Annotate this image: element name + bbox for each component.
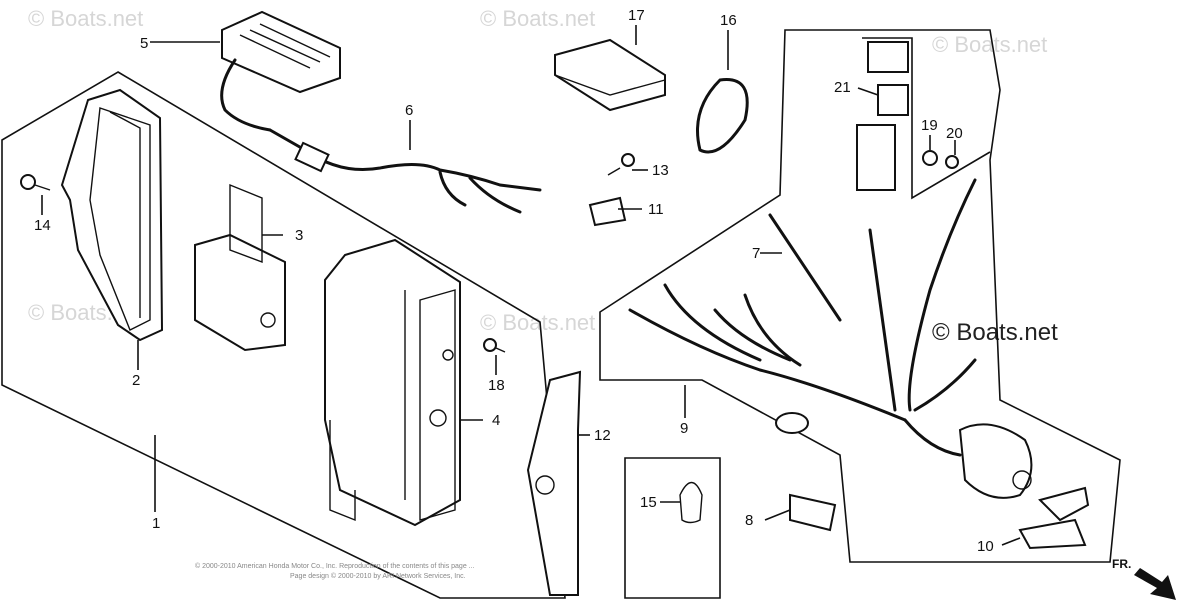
watermark-top-right: © Boats.net — [932, 32, 1047, 57]
callout-14: 14 — [34, 217, 51, 234]
right-assembly-outline — [599, 29, 1121, 563]
callout-10: 10 — [977, 538, 994, 555]
callout-6: 6 — [405, 102, 413, 119]
callout-1: 1 — [152, 515, 160, 532]
copyright-line-2: Page design © 2000-2010 by ARI Network S… — [290, 572, 466, 580]
callout-9: 9 — [680, 420, 688, 437]
nut-20-part — [945, 155, 959, 169]
band-16-part — [696, 78, 749, 154]
ignition-switch-part — [903, 418, 1090, 550]
nut-19-part — [922, 150, 938, 166]
callout-3: 3 — [295, 227, 303, 244]
callout-8: 8 — [745, 512, 753, 529]
callout-12: 12 — [594, 427, 611, 444]
callout-18: 18 — [488, 377, 505, 394]
callout-21: 21 — [834, 79, 851, 96]
plate-12-part — [526, 370, 582, 596]
callout-11: 11 — [648, 201, 664, 218]
callout-16: 16 — [720, 12, 737, 29]
callout-20: 20 — [946, 125, 963, 142]
watermark-top-left: © Boats.net — [28, 6, 143, 31]
control-box-part — [324, 238, 461, 527]
sub-harness-part — [268, 128, 542, 214]
callout-15: 15 — [640, 494, 657, 511]
pad-17-part — [554, 38, 666, 112]
callout-5: 5 — [140, 35, 148, 52]
callout-17: 17 — [628, 7, 645, 24]
callout-4: 4 — [492, 412, 500, 429]
main-harness-part — [628, 178, 977, 422]
callout-2: 2 — [132, 372, 140, 389]
callout-7: 7 — [752, 245, 760, 262]
callout-13: 13 — [652, 162, 669, 179]
regulator-part — [220, 10, 341, 132]
watermark-mid-center: © Boats.net — [480, 310, 595, 335]
screw-13-part — [607, 153, 635, 176]
callout-19: 19 — [921, 117, 938, 134]
fuse-group-outline — [862, 37, 991, 200]
bolt-14-part — [20, 174, 51, 191]
left-assembly-outline — [1, 71, 566, 599]
clip-group-outline — [624, 457, 721, 599]
fuse-holder-part — [856, 41, 909, 191]
watermark-top-center: © Boats.net — [480, 6, 595, 31]
copyright-line-1: © 2000-2010 American Honda Motor Co., In… — [195, 562, 475, 570]
bracket-part — [194, 183, 286, 352]
front-arrow-label: FR. — [1112, 557, 1131, 571]
front-arrow-icon: FR. — [1112, 557, 1176, 600]
clip-15-part — [679, 481, 703, 524]
clip-11-part — [588, 196, 627, 227]
lead-wire-part — [768, 213, 842, 322]
bolt-18-part — [483, 338, 506, 353]
watermark-main: © Boats.net — [932, 319, 1058, 346]
cover-part — [60, 88, 164, 342]
clip-8-part — [789, 493, 837, 532]
leader-lines — [41, 25, 1021, 546]
grommet-part — [775, 412, 809, 434]
